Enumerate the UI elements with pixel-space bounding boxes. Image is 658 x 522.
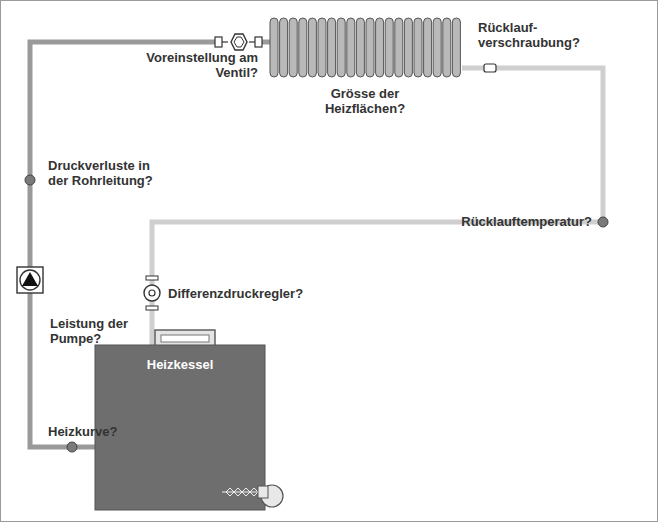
radiator-fin	[347, 18, 355, 77]
radiator-fin	[404, 18, 412, 77]
radiator-fin	[433, 18, 441, 77]
pipe-label: Druckverluste in der Rohrleitung?	[48, 158, 168, 188]
radiator-fin	[385, 18, 393, 77]
radiator-fin	[308, 18, 316, 77]
radiator-label: Grösse der Heizflächen?	[315, 86, 415, 116]
radiator-fin	[443, 18, 451, 77]
radiator-fin	[366, 18, 374, 77]
regulator-label: Differenzdruckregler?	[168, 286, 368, 301]
radiator-fin	[452, 18, 460, 77]
boiler-box: Heizkessel	[95, 345, 265, 510]
boiler-label: Heizkessel	[103, 357, 257, 372]
radiator-fin	[299, 18, 307, 77]
radiator-fin	[376, 18, 384, 77]
pump-symbol	[17, 267, 43, 293]
radiator-fin	[337, 18, 345, 77]
radiator-fin	[270, 18, 278, 77]
heating-curve-label: Heizkurve?	[48, 424, 168, 439]
radiator	[270, 18, 460, 77]
valve-label: Voreinstellung am Ventil?	[140, 50, 258, 80]
radiator-fin	[289, 18, 297, 77]
radiator-fin	[414, 18, 422, 77]
radiator-fin	[424, 18, 432, 77]
radiator-fin	[318, 18, 326, 77]
valve-symbol	[215, 34, 262, 50]
differential-pressure-regulator-symbol	[144, 276, 160, 310]
radiator-fin	[328, 18, 336, 77]
radiator-fin	[356, 18, 364, 77]
return-pipe	[152, 68, 603, 345]
supply-pipe	[262, 40, 270, 45]
return-pipe	[462, 66, 484, 71]
radiator-fin	[395, 18, 403, 77]
measuring-point	[67, 442, 77, 452]
fitting-label: Rücklauf- verschraubung?	[478, 20, 582, 50]
measuring-point	[25, 175, 35, 185]
return-fitting	[484, 64, 496, 72]
measuring-point	[598, 217, 608, 227]
boiler	[95, 330, 283, 510]
pump-label: Leistung der Pumpe?	[50, 316, 134, 346]
return-temperature-label: Rücklauftemperatur?	[360, 214, 592, 229]
radiator-fin	[280, 18, 288, 77]
